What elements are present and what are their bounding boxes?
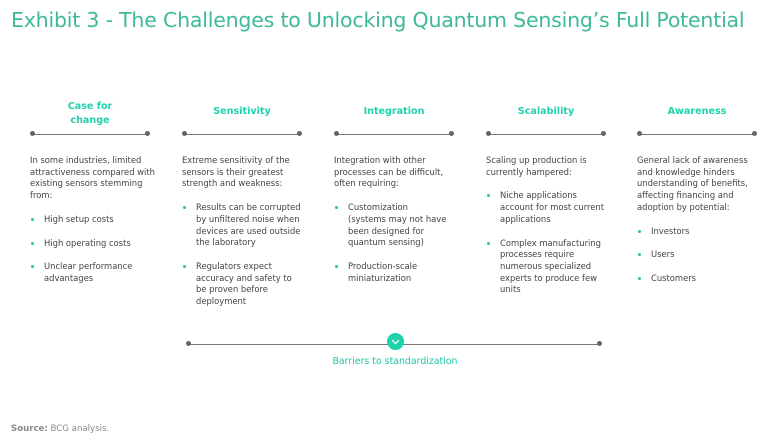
column-sensitivity: Sensitivity Extreme sensitivity of the s… — [182, 100, 302, 320]
column-awareness: Awareness General lack of awareness and … — [637, 100, 757, 297]
bullet-list: Results can be corrupted by unfiltered n… — [182, 202, 302, 308]
bullet-icon — [638, 229, 641, 233]
column-scalability: Scalability Scaling up production is cur… — [486, 100, 606, 308]
exhibit-title: Exhibit 3 - The Challenges to Unlocking … — [11, 8, 745, 32]
list-item: Customization (systems may not have been… — [334, 202, 448, 249]
source-note: Source: BCG analysis. — [11, 424, 109, 434]
list-item: Complex manufacturing processes require … — [486, 238, 608, 297]
bullet-icon — [183, 264, 186, 268]
list-item: High operating costs — [30, 238, 150, 250]
bullet-list: High setup costs High operating costs Un… — [30, 214, 150, 285]
column-heading: Integration — [363, 106, 425, 117]
column-intro: Extreme sensitivity of the sensors is th… — [182, 155, 290, 189]
bullet-list: Customization (systems may not have been… — [334, 202, 454, 284]
source-text: BCG analysis. — [47, 424, 110, 434]
column-heading-text: Case for change — [67, 101, 113, 126]
barriers-label: Barriers to standardization — [332, 356, 458, 367]
column-case-for-change: Case for change In some industries, limi… — [30, 100, 155, 297]
bullet-icon — [183, 206, 186, 210]
column-intro: In some industries, limited attractivene… — [30, 155, 155, 201]
bullet-icon — [335, 264, 338, 268]
column-intro: Integration with other processes can be … — [334, 155, 444, 189]
chevron-down-icon — [387, 333, 404, 350]
bullet-list: Niche applications account for most curr… — [486, 190, 606, 296]
list-item: Niche applications account for most curr… — [486, 190, 608, 225]
bullet-icon — [31, 241, 34, 245]
bullet-icon — [638, 276, 641, 280]
column-intro: General lack of awareness and knowledge … — [637, 155, 748, 212]
list-item: Customers — [637, 273, 757, 285]
list-item: Investors — [637, 226, 757, 238]
column-heading: Scalability — [517, 106, 575, 117]
list-item: Regulators expect accuracy and safety to… — [182, 261, 304, 308]
list-item: Production-scale miniaturization — [334, 261, 448, 284]
list-item: High setup costs — [30, 214, 150, 226]
column-divider — [30, 130, 150, 138]
bullet-icon — [487, 241, 490, 245]
column-divider — [182, 130, 302, 138]
bullet-icon — [31, 265, 34, 269]
bullet-icon — [638, 253, 641, 257]
list-item: Users — [637, 249, 757, 261]
column-integration: Integration Integration with other proce… — [334, 100, 454, 296]
column-divider — [637, 130, 757, 138]
column-divider — [486, 130, 606, 138]
column-heading: Sensitivity — [213, 106, 271, 117]
bullet-icon — [31, 217, 34, 221]
column-intro: Scaling up production is currently hampe… — [486, 155, 587, 177]
bullet-list: Investors Users Customers — [637, 226, 757, 285]
column-heading: Awareness — [667, 106, 727, 117]
source-label: Source: — [11, 424, 48, 434]
bullet-icon — [487, 194, 490, 198]
column-heading: Case for change — [30, 100, 150, 128]
list-item: Unclear performance advantages — [30, 261, 150, 284]
bullet-icon — [335, 206, 338, 210]
column-divider — [334, 130, 454, 138]
list-item: Results can be corrupted by unfiltered n… — [182, 202, 304, 249]
